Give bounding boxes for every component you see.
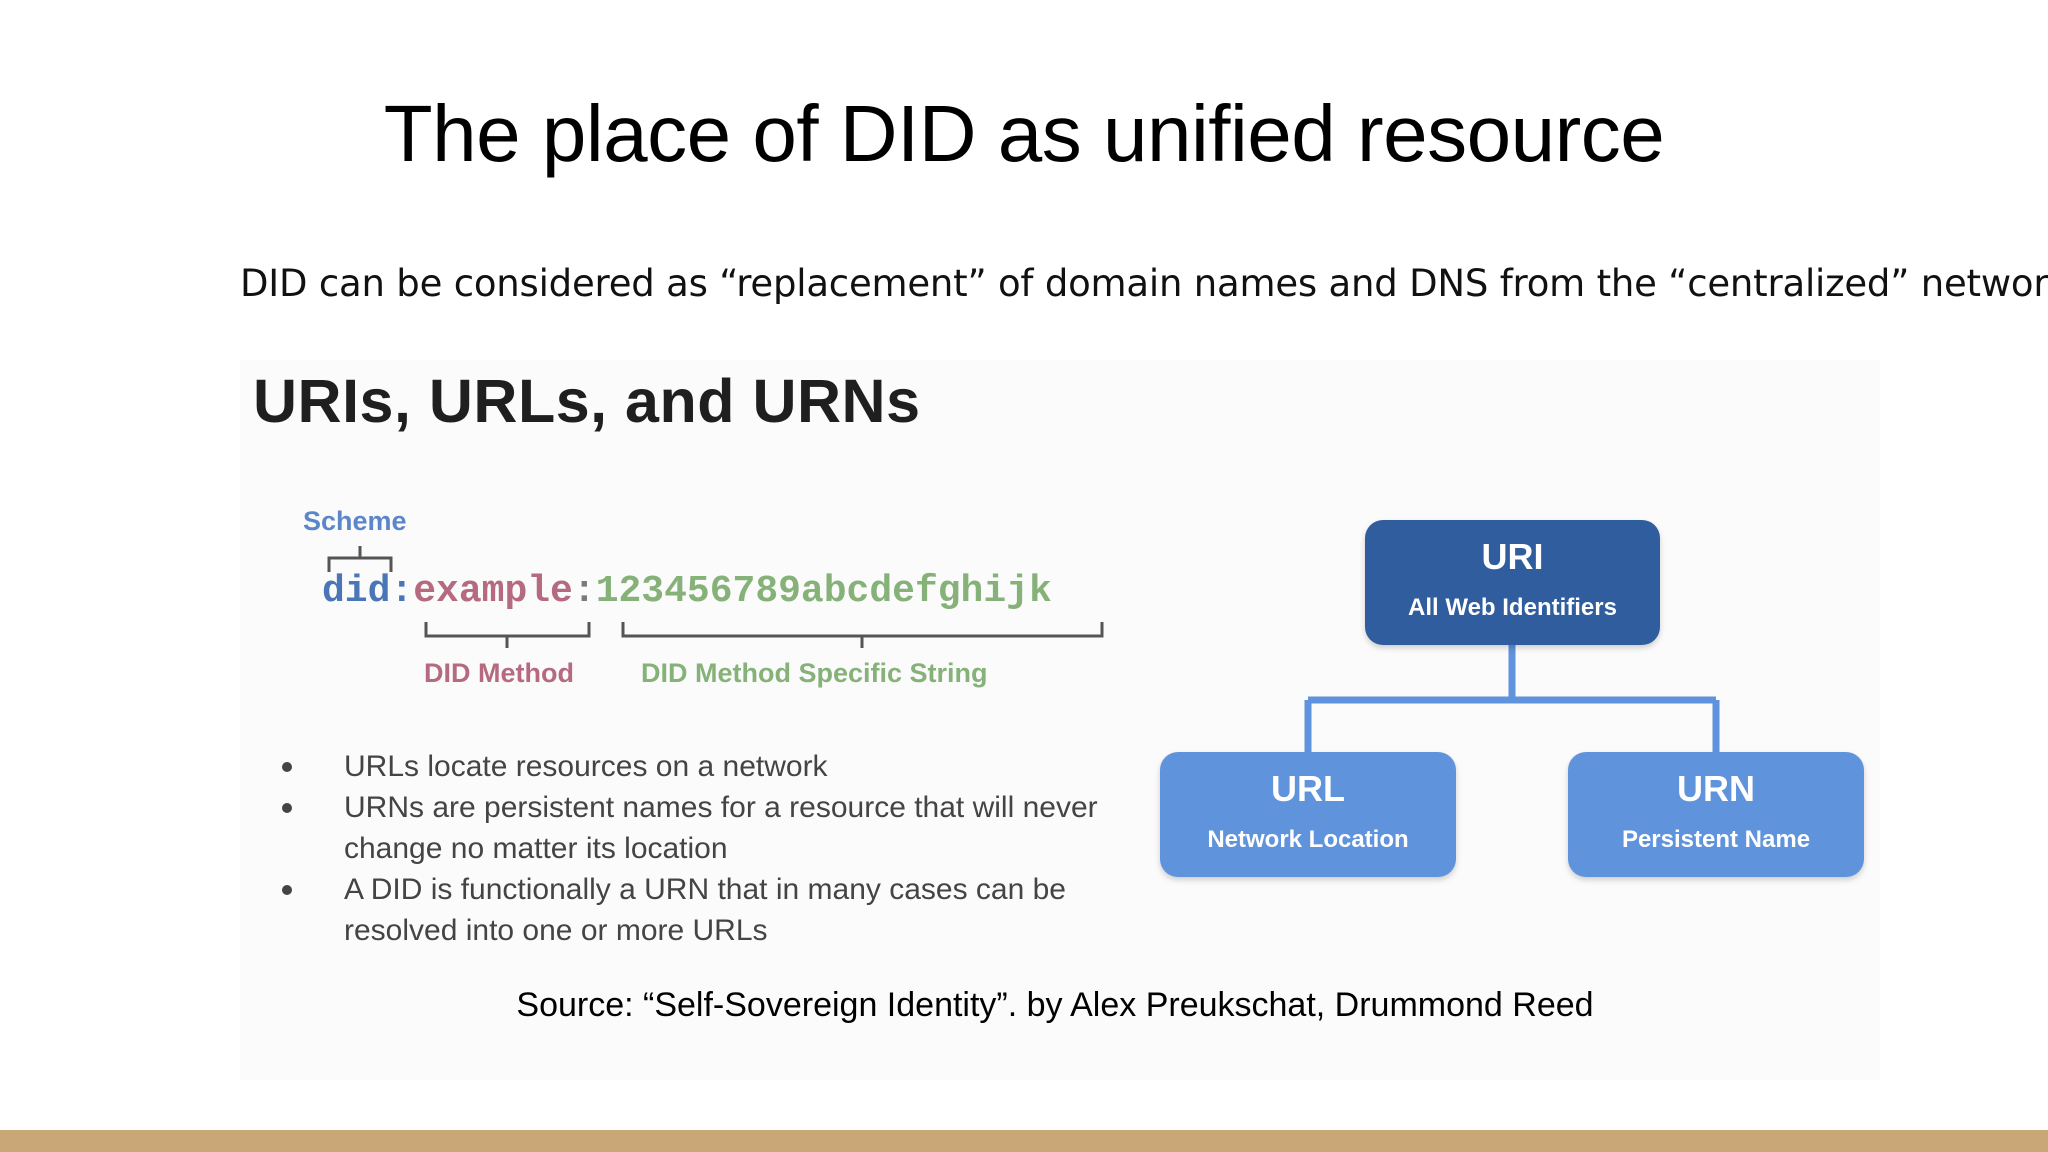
- urn-node: URN Persistent Name: [1568, 752, 1864, 877]
- slide-title: The place of DID as unified resource: [383, 89, 1665, 178]
- url-node-subtitle: Network Location: [1207, 826, 1409, 853]
- did-method-label: DID Method: [424, 658, 574, 688]
- figure-title: URIs, URLs, and URNs: [253, 367, 921, 435]
- footer-bar: [0, 1130, 2048, 1152]
- did-specific-label: DID Method Specific String: [641, 658, 988, 688]
- bullet-list: URLs locate resources on a network URNs …: [280, 746, 1100, 951]
- url-node: URL Network Location: [1160, 752, 1456, 877]
- uri-node-title: URI: [1481, 536, 1544, 577]
- urn-node-subtitle: Persistent Name: [1621, 826, 1811, 853]
- did-specific-token: 123456789abcdefghijk: [595, 570, 1052, 613]
- url-node-title: URL: [1271, 768, 1345, 809]
- bullet-item: URLs locate resources on a network: [280, 746, 1100, 787]
- slide-subtitle: DID can be considered as “replacement” o…: [240, 262, 2048, 305]
- urn-node-title: URN: [1677, 768, 1755, 809]
- uri-node: URI All Web Identifiers: [1365, 520, 1660, 645]
- did-example-string: did:example:123456789abcdefghijk: [322, 570, 1052, 613]
- embedded-figure: [240, 360, 1880, 1080]
- scheme-label: Scheme: [303, 506, 407, 536]
- did-separator-2: :: [572, 570, 596, 613]
- did-separator-1: :: [390, 570, 414, 613]
- bullet-item: A DID is functionally a URN that in many…: [280, 869, 1100, 951]
- uri-node-subtitle: All Web Identifiers: [1408, 594, 1617, 621]
- bullet-item: URNs are persistent names for a resource…: [280, 787, 1100, 869]
- source-citation: Source: “Self-Sovereign Identity”. by Al…: [516, 986, 1594, 1024]
- did-scheme-token: did: [322, 570, 391, 613]
- did-method-token: example: [413, 570, 573, 613]
